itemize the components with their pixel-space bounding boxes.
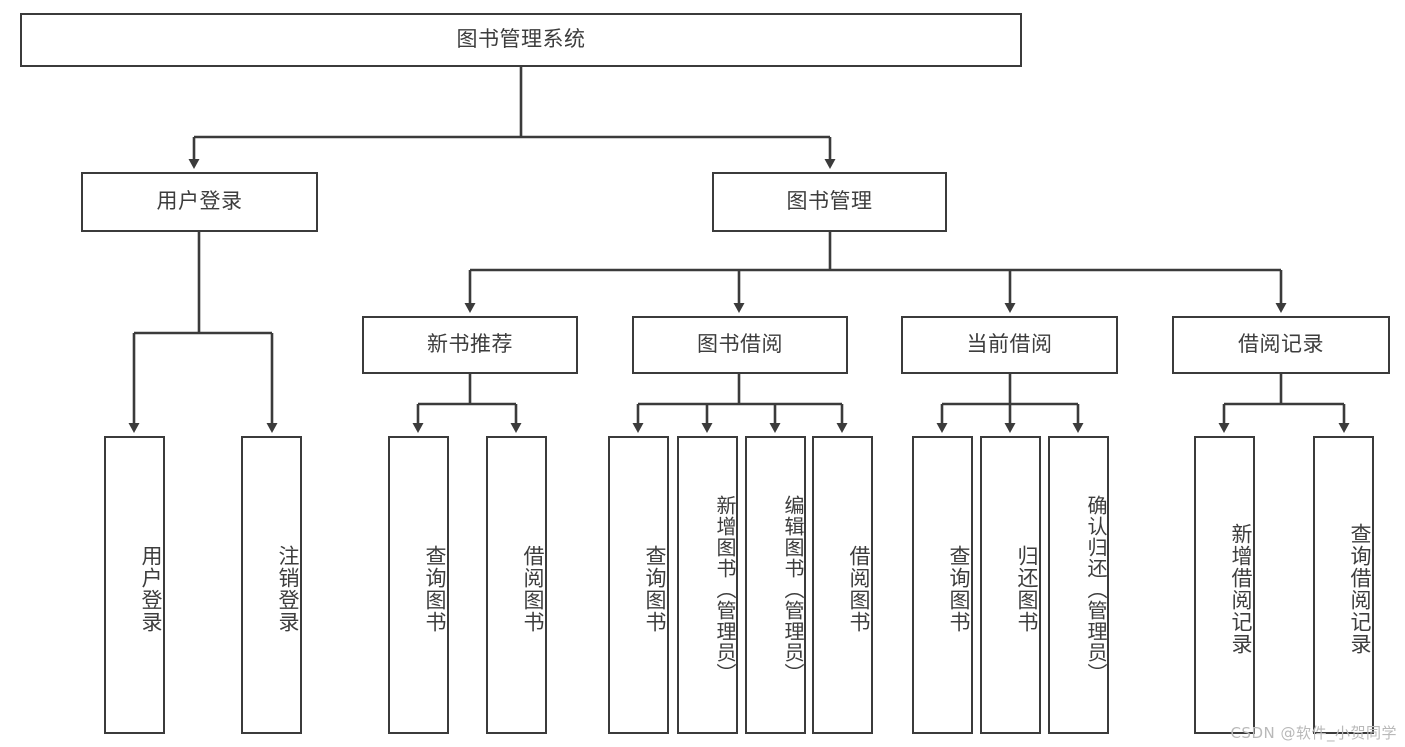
node-user-login[interactable]: 用户登录 — [81, 172, 318, 232]
node-borrow-record[interactable]: 借阅记录 — [1172, 316, 1390, 374]
leaf-book-borrow-add-book-admin[interactable]: 新增图书（管理员） — [677, 436, 738, 734]
node-book-management[interactable]: 图书管理 — [712, 172, 947, 232]
leaf-user-login-logout[interactable]: 注销登录 — [241, 436, 302, 734]
leaf-user-login-login[interactable]: 用户登录 — [104, 436, 165, 734]
leaf-current-borrow-return-book[interactable]: 归还图书 — [980, 436, 1041, 734]
leaf-borrow-record-query-record[interactable]: 查询借阅记录 — [1313, 436, 1374, 734]
leaf-new-book-borrow-book[interactable]: 借阅图书 — [486, 436, 547, 734]
leaf-borrow-record-add-record[interactable]: 新增借阅记录 — [1194, 436, 1255, 734]
node-new-book-recommend[interactable]: 新书推荐 — [362, 316, 578, 374]
csdn-watermark: CSDN @软件_小贺同学 — [1230, 724, 1397, 742]
node-root-book-management-system[interactable]: 图书管理系统 — [20, 13, 1022, 67]
leaf-current-borrow-confirm-return-admin[interactable]: 确认归还（管理员） — [1048, 436, 1109, 734]
node-current-borrow[interactable]: 当前借阅 — [901, 316, 1118, 374]
leaf-current-borrow-query-book[interactable]: 查询图书 — [912, 436, 973, 734]
leaf-new-book-query-book[interactable]: 查询图书 — [388, 436, 449, 734]
node-book-borrow[interactable]: 图书借阅 — [632, 316, 848, 374]
leaf-book-borrow-borrow-book[interactable]: 借阅图书 — [812, 436, 873, 734]
leaf-book-borrow-query-book[interactable]: 查询图书 — [608, 436, 669, 734]
leaf-book-borrow-edit-book-admin[interactable]: 编辑图书（管理员） — [745, 436, 806, 734]
